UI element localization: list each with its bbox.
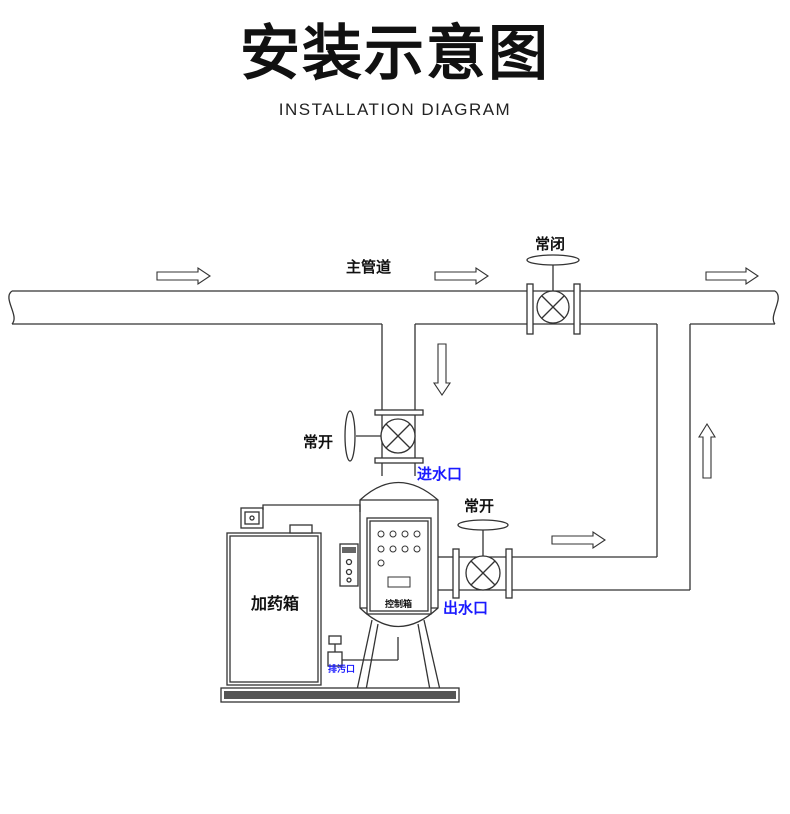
inlet-branch-pipe bbox=[381, 324, 416, 410]
normally-closed-valve bbox=[526, 254, 581, 335]
control-box bbox=[366, 517, 432, 615]
normally-open-left-label: 常开 bbox=[303, 433, 333, 451]
main-pipe-label: 主管道 bbox=[346, 258, 391, 276]
main-pipe bbox=[8, 290, 779, 325]
outlet-valve bbox=[438, 519, 513, 599]
page-title: 安装示意图 bbox=[240, 19, 550, 89]
normally-closed-label: 常闭 bbox=[535, 235, 565, 253]
drain-valve bbox=[327, 635, 343, 667]
meter-panel bbox=[339, 543, 359, 587]
base-platform bbox=[220, 687, 460, 703]
page-subtitle: INSTALLATION DIAGRAM bbox=[278, 100, 512, 119]
water-inlet-label: 进水口 bbox=[417, 465, 462, 483]
flow-arrows bbox=[156, 266, 759, 550]
drain-outlet-label: 排污口 bbox=[328, 663, 355, 675]
control-box-label: 控制箱 bbox=[385, 598, 412, 610]
normally-open-right-label: 常开 bbox=[464, 497, 494, 515]
dosing-tank bbox=[226, 504, 361, 686]
water-outlet-label: 出水口 bbox=[443, 599, 488, 617]
outlet-return-pipe bbox=[512, 324, 691, 591]
dosing-tank-label: 加药箱 bbox=[250, 594, 299, 613]
inlet-valve bbox=[344, 409, 424, 476]
